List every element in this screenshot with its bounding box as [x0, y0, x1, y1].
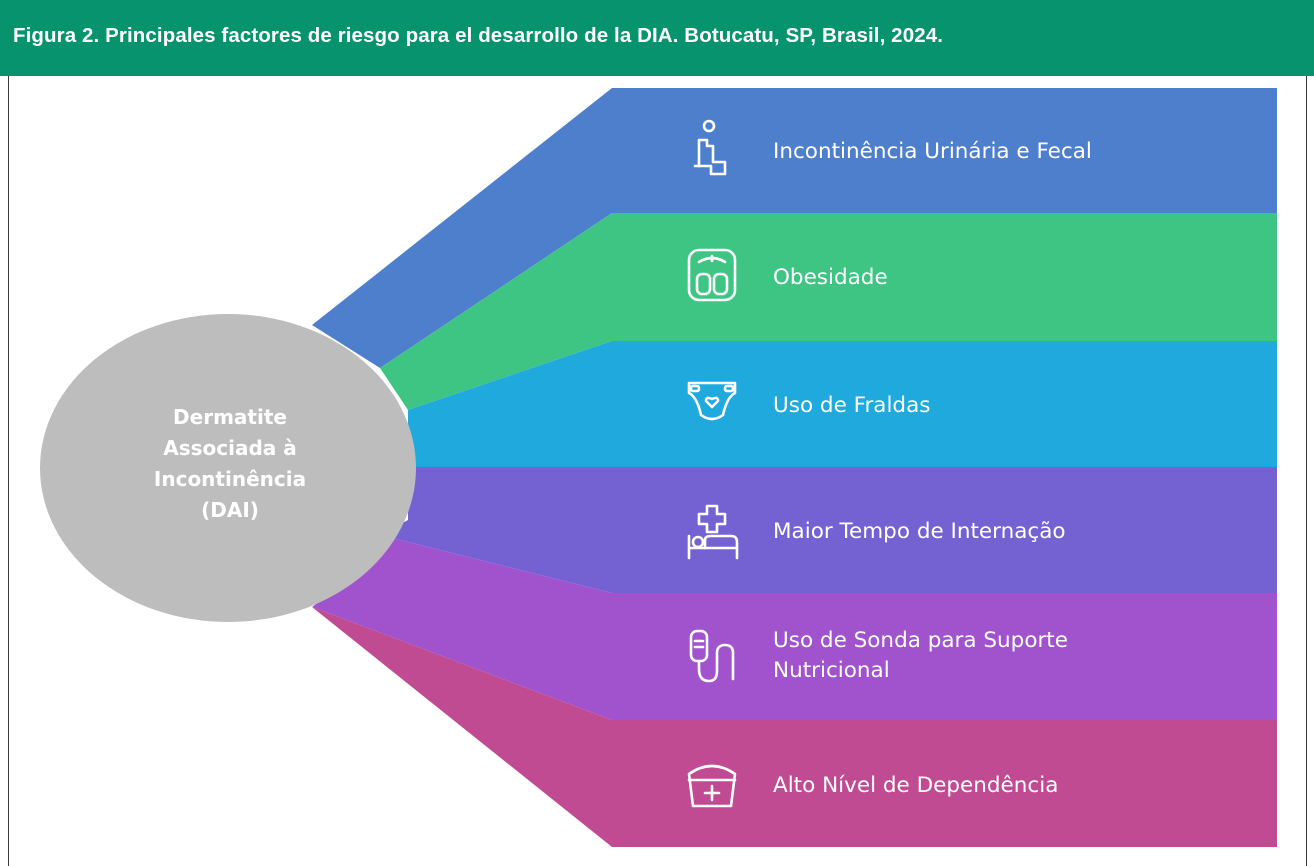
hospital-bed-icon — [687, 504, 739, 560]
factor-band — [380, 467, 1277, 593]
factor-label-line: Nutricional — [773, 658, 890, 683]
factor-label-line: Incontinência Urinária e Fecal — [773, 139, 1092, 164]
factor-band — [380, 213, 1277, 410]
factor-band — [408, 341, 1277, 467]
factor-label: Obesidade — [773, 263, 888, 293]
factor-band — [312, 607, 1277, 847]
figure-caption: Figura 2. Principales factores de riesgo… — [13, 24, 943, 47]
figure-caption-bar: Figura 2. Principales factores de riesgo… — [0, 0, 1314, 76]
factor-label: Alto Nível de Dependência — [773, 771, 1058, 801]
diaper-icon — [687, 381, 737, 421]
factor-label-line: Alto Nível de Dependência — [773, 773, 1059, 798]
center-circle — [40, 314, 416, 622]
center-label-line: Associada à — [163, 436, 297, 460]
seated-person-icon — [693, 119, 727, 176]
figure-frame — [8, 76, 1307, 866]
factor-label: Uso de Fraldas — [773, 391, 930, 421]
factor-band — [312, 535, 1277, 720]
factor-label-line: Uso de Sonda para Suporte — [773, 628, 1068, 653]
scale-icon — [687, 248, 737, 302]
center-label-line: Incontinência — [153, 467, 307, 491]
factor-label-line: Obesidade — [773, 265, 888, 290]
factor-label: Incontinência Urinária e Fecal — [773, 137, 1092, 167]
feeding-tube-icon — [689, 629, 735, 683]
center-label-line: Dermatite — [173, 405, 287, 429]
factor-label: Maior Tempo de Internação — [773, 517, 1066, 547]
factor-band — [312, 88, 1277, 368]
factor-label-line: Uso de Fraldas — [773, 393, 931, 418]
center-label-line: (DAI) — [201, 498, 259, 522]
center-label: Dermatite Associada à Incontinência (DAI… — [60, 402, 400, 526]
nurse-cap-icon — [687, 764, 737, 808]
factor-label-line: Maior Tempo de Internação — [773, 519, 1066, 544]
